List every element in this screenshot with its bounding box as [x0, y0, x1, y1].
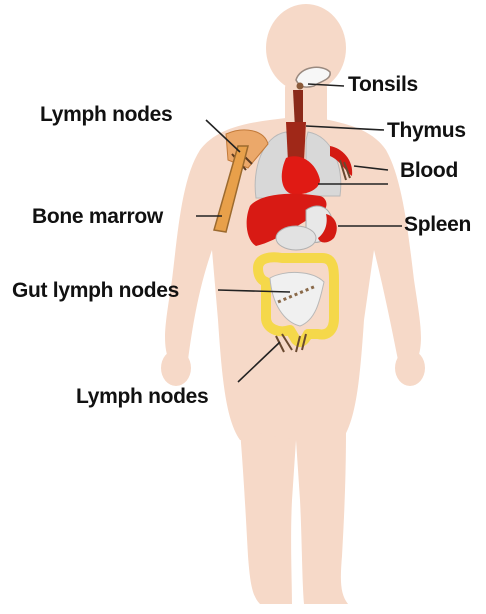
thymus-organ — [286, 122, 306, 162]
label-tonsils: Tonsils — [348, 74, 418, 95]
label-lymph-nodes-upper: Lymph nodes — [40, 104, 172, 125]
label-thymus: Thymus — [387, 120, 466, 141]
pancreas — [276, 226, 316, 250]
label-blood: Blood — [400, 160, 458, 181]
label-lymph-nodes-lower: Lymph nodes — [76, 386, 208, 407]
label-gut-lymph-nodes: Gut lymph nodes — [12, 280, 179, 301]
label-spleen: Spleen — [404, 214, 471, 235]
label-bone-marrow: Bone marrow — [32, 206, 163, 227]
